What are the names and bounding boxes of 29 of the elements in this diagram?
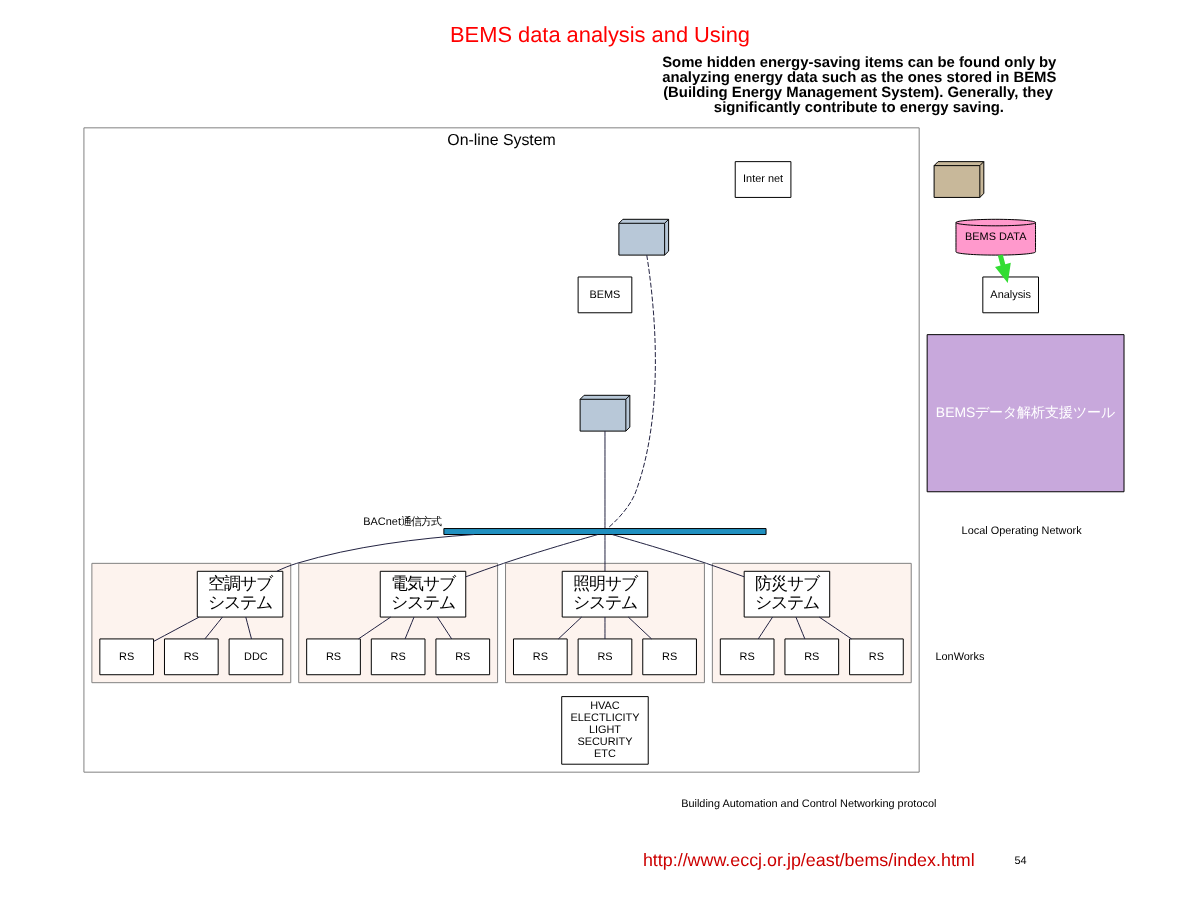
cluster <box>298 562 499 684</box>
connector <box>436 616 453 640</box>
connector <box>276 534 475 572</box>
connector <box>204 616 223 640</box>
connector <box>604 616 606 640</box>
connector <box>604 534 606 572</box>
cluster <box>91 562 292 684</box>
diagram-title: BEMS data analysis and Using <box>450 23 750 48</box>
label: http://www.eccj.or.jp/east/bems/index.html <box>642 850 975 871</box>
node-bar <box>443 528 767 535</box>
connector <box>607 254 656 529</box>
connector <box>604 430 606 529</box>
connector <box>627 616 653 640</box>
node-box: 照明サブシステム <box>561 570 649 618</box>
node-box: 電気サブシステム <box>379 570 467 618</box>
connector <box>795 616 806 640</box>
connector <box>557 616 583 640</box>
connector <box>818 616 852 640</box>
connector <box>357 616 392 640</box>
connector <box>611 534 745 578</box>
connector <box>757 616 774 640</box>
connector <box>404 616 415 640</box>
node-box: 防災サブシステム <box>743 570 831 618</box>
node-box: 空調サブシステム <box>196 570 284 618</box>
connector <box>153 616 200 642</box>
connector <box>465 534 599 578</box>
cluster <box>505 562 705 684</box>
cluster <box>711 562 912 684</box>
connector <box>245 616 252 640</box>
